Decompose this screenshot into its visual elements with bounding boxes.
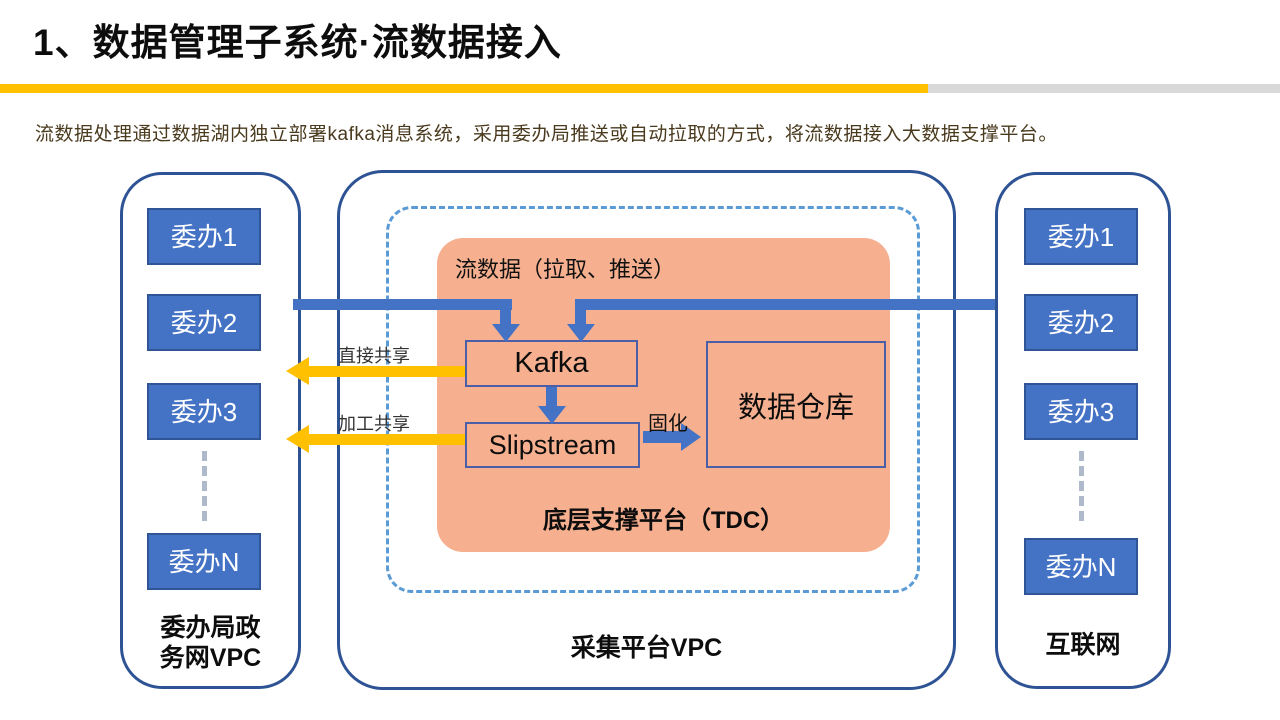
left-node-weiban2: 委办2 — [147, 294, 261, 351]
right-node-weiban3: 委办3 — [1024, 383, 1138, 440]
left-node-weiban1: 委办1 — [147, 208, 261, 265]
solidify-arrow-shaft — [643, 431, 683, 443]
direct-share-label: 直接共享 — [338, 346, 410, 366]
tdc-platform-caption: 底层支撑平台（TDC） — [542, 507, 785, 534]
page-title: 1、数据管理子系统·流数据接入 — [33, 22, 562, 63]
processed-share-label: 加工共享 — [338, 414, 410, 434]
left-vpc-caption-line1: 委办局政 — [160, 614, 261, 642]
left-vpc-caption: 委办局政 务网VPC — [123, 613, 298, 673]
right-vpc-caption: 互联网 — [1045, 631, 1121, 659]
right-ingest-line — [575, 299, 995, 310]
slide-description: 流数据处理通过数据湖内独立部署kafka消息系统，采用委办局推送或自动拉取的方式… — [35, 124, 1058, 145]
right-ingest-arrowhead-icon — [567, 324, 595, 342]
right-node-weiban2: 委办2 — [1024, 294, 1138, 351]
left-node-weibanN: 委办N — [147, 533, 261, 590]
data-warehouse-box: 数据仓库 — [706, 341, 886, 468]
title-divider-gray — [928, 84, 1280, 93]
solidify-label: 固化 — [648, 413, 688, 435]
right-node-weiban1: 委办1 — [1024, 208, 1138, 265]
left-ingest-arrowhead-icon — [492, 324, 520, 342]
left-vpc-caption-line2: 务网VPC — [159, 644, 262, 672]
right-vpc-container: 委办1 委办2 委办3 委办N 互联网 — [995, 172, 1171, 689]
platform-vpc-caption: 采集平台VPC — [570, 634, 723, 662]
solidify-arrowhead-icon — [681, 423, 701, 451]
right-ingest-elbow — [575, 299, 586, 326]
kafka-to-slipstream-arrowhead-icon — [538, 406, 566, 424]
left-ingest-elbow — [500, 299, 511, 326]
processed-share-arrowhead-icon — [286, 425, 309, 453]
left-vpc-container: 委办1 委办2 委办3 委办N 委办局政 务网VPC — [120, 172, 301, 689]
kafka-to-slipstream-stem — [546, 387, 557, 408]
right-ellipsis-connector — [1079, 451, 1084, 521]
direct-share-shaft — [306, 366, 465, 377]
right-node-weibanN: 委办N — [1024, 538, 1138, 595]
kafka-box: Kafka — [465, 340, 638, 387]
slipstream-box: Slipstream — [465, 422, 640, 468]
left-ellipsis-connector — [202, 451, 207, 521]
left-node-weiban3: 委办3 — [147, 383, 261, 440]
left-ingest-line — [293, 299, 512, 310]
direct-share-arrowhead-icon — [286, 357, 309, 385]
stream-zone-title: 流数据（拉取、推送） — [455, 257, 676, 282]
title-divider-yellow — [0, 84, 928, 93]
stream-data-zone — [437, 238, 890, 552]
processed-share-shaft — [306, 434, 465, 445]
